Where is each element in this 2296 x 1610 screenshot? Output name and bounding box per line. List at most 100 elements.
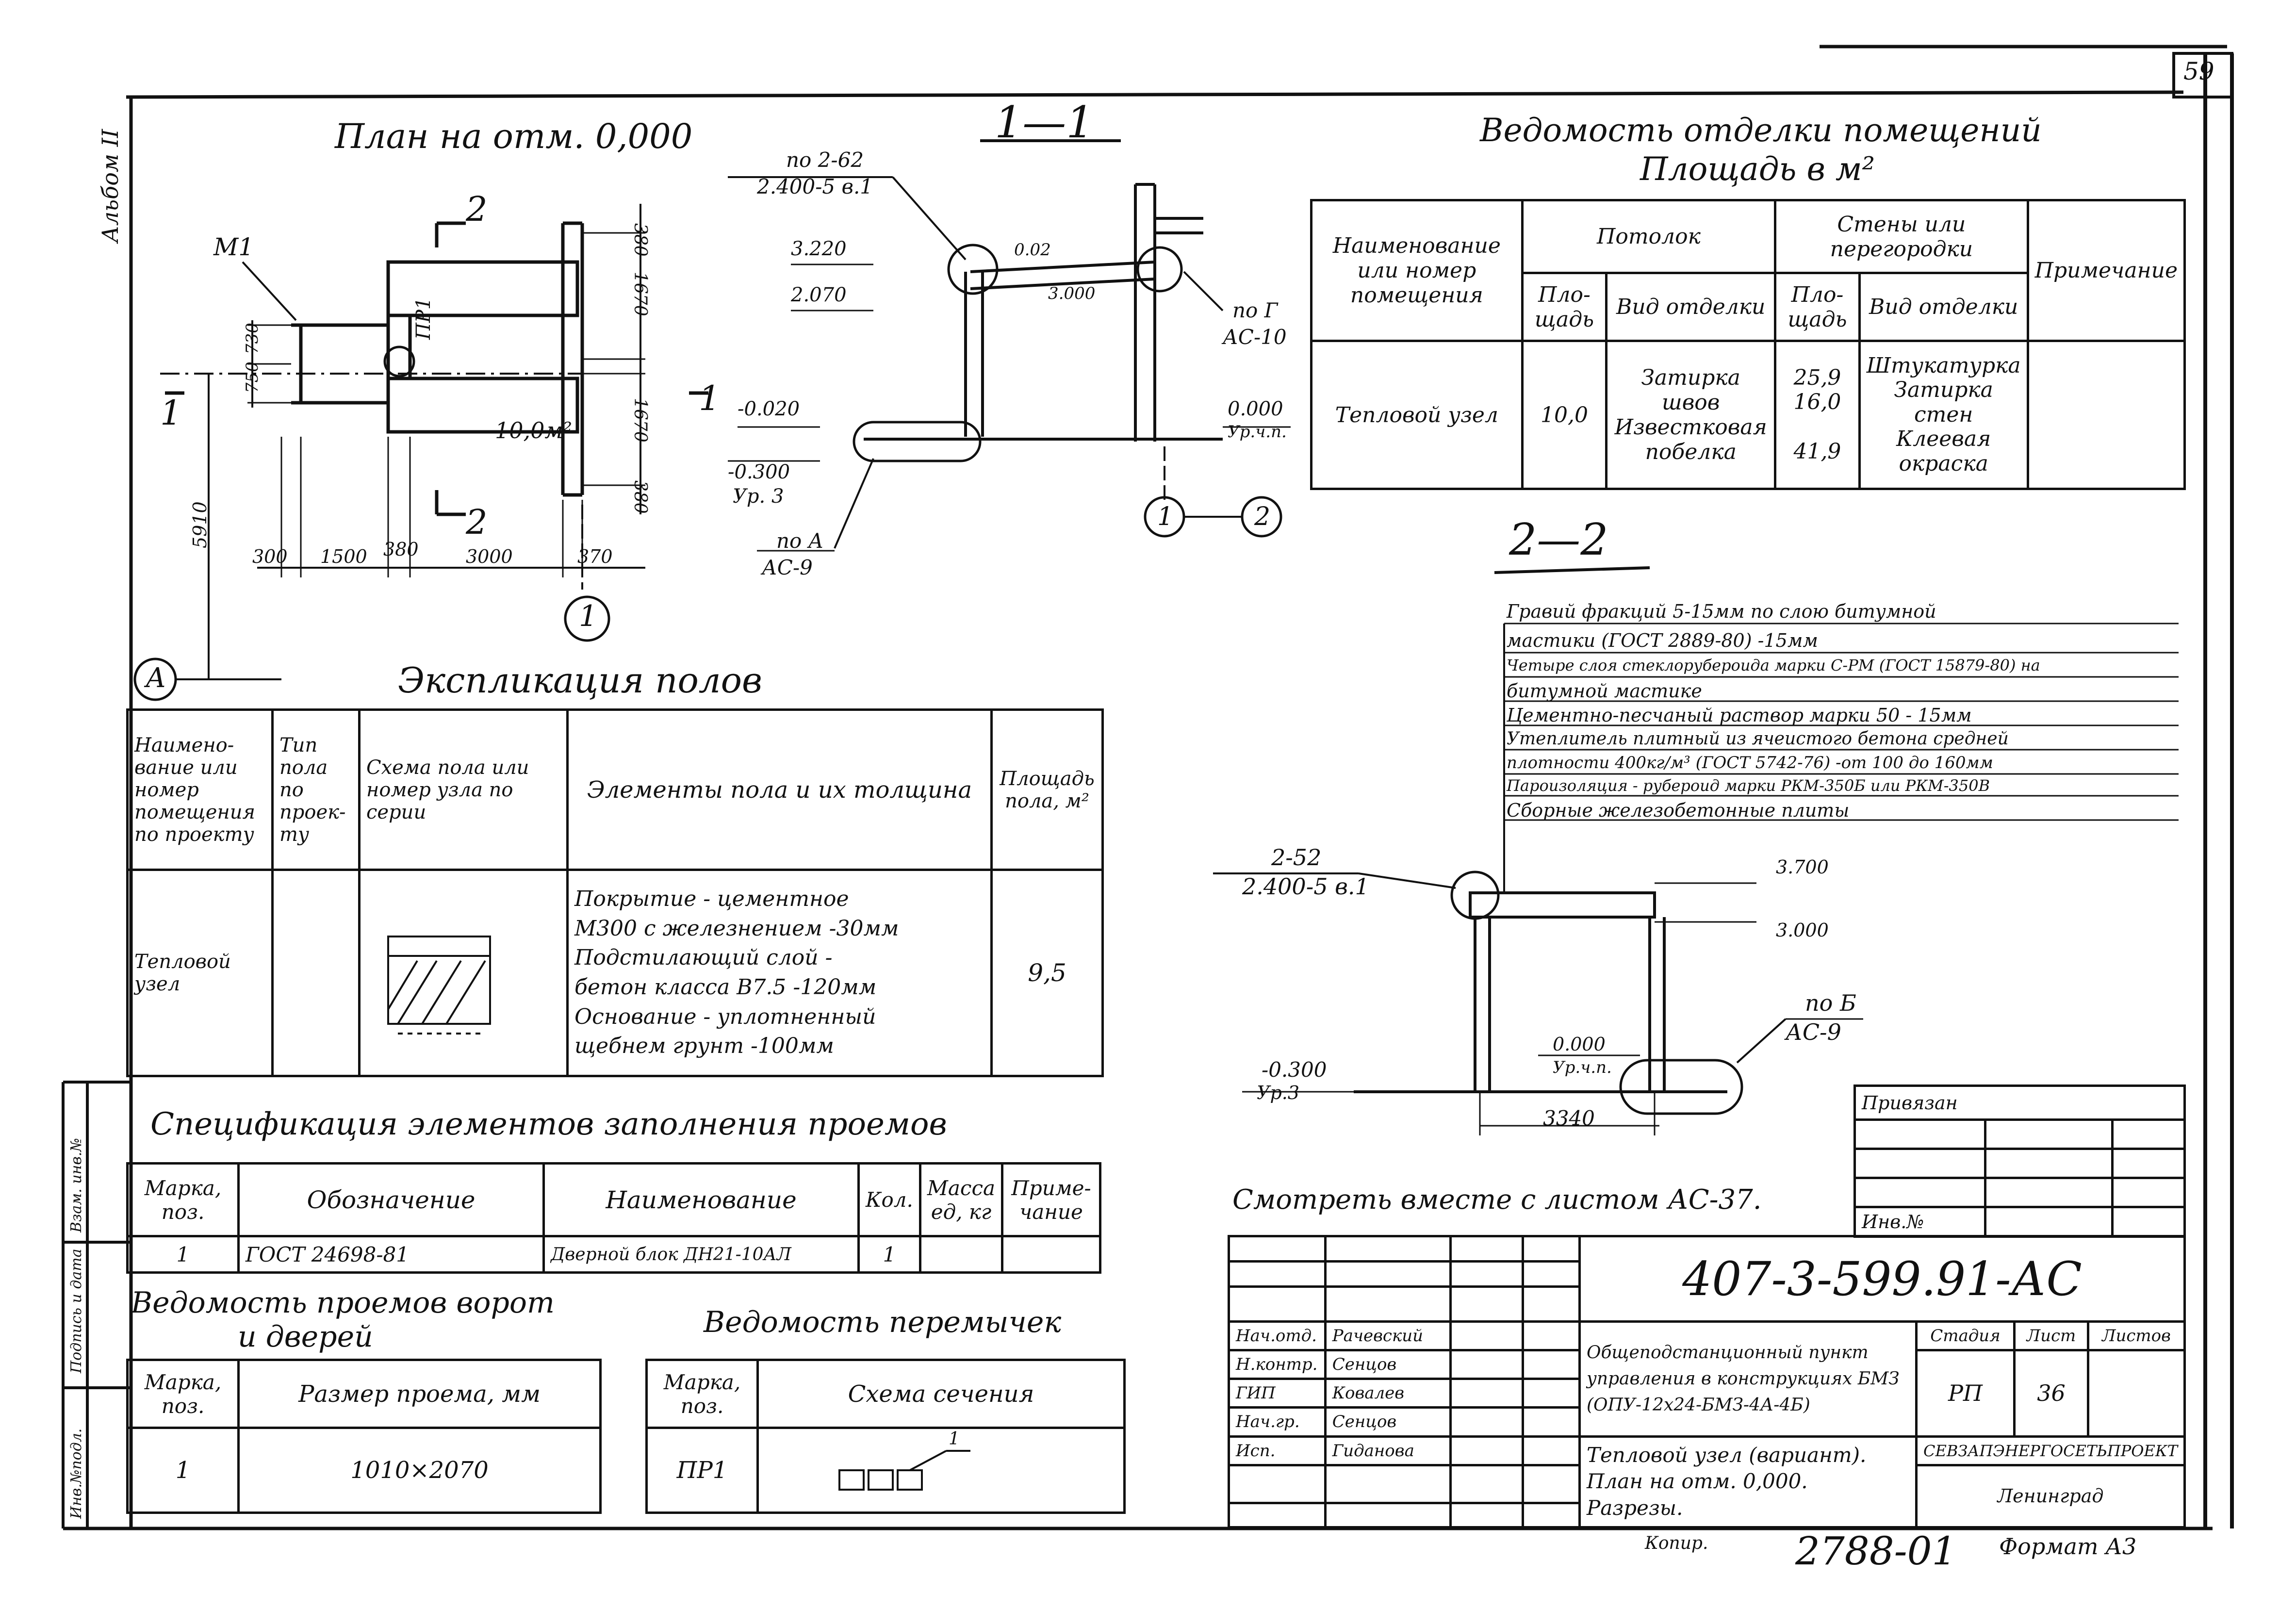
spec-note <box>1001 1235 1101 1274</box>
layer-9: Сборные железобетонные плиты <box>1507 800 1850 821</box>
s11-axis-2: 2 <box>1254 502 1271 531</box>
footer-number: 2788-01 <box>1795 1528 1957 1574</box>
margin-vzam-inv: Взам. инв.№ <box>68 1138 85 1232</box>
layer-1: Гравий фракций 5-15мм по слою битумной <box>1507 601 1936 622</box>
binding-inv: Инв.№ <box>1853 1206 1986 1238</box>
s11-ref-a: по А <box>776 529 824 553</box>
margin-signature: Подпись и дата <box>68 1249 85 1373</box>
dim-380: 380 <box>383 539 419 560</box>
spec-h-note: Приме-чание <box>1001 1162 1101 1237</box>
s22-lvl-3700: 3.700 <box>1776 856 1829 878</box>
s11-lvl-minus020: -0.020 <box>738 398 800 420</box>
dim-300: 300 <box>252 546 288 567</box>
s11-axis-1: 1 <box>1157 502 1174 531</box>
s22-ref-top: 2-52 <box>1271 844 1322 871</box>
floor-element-2: М300 с железнением -30мм <box>574 916 899 941</box>
name-3: Ковалев <box>1324 1378 1452 1409</box>
section-2-2-title: 2—2 <box>1509 514 1608 565</box>
lintels-scheme <box>756 1427 1126 1514</box>
s11-lvl-minus300: -0.300 <box>728 461 790 483</box>
layer-4: битумной мастике <box>1507 680 1702 702</box>
finish-h-wall-area: Пло-щадь <box>1774 272 1861 342</box>
stamp-stage-label: Стадия <box>1915 1320 2016 1352</box>
section-1-1-title: 1—1 <box>995 97 1094 148</box>
name-5: Гиданова <box>1324 1435 1452 1466</box>
floor-element-5: Основание - уплотненный <box>574 1004 876 1029</box>
stamp-project: Общеподстанционный пункт управления в ко… <box>1578 1320 1918 1438</box>
dim-left-750: 750 <box>243 361 262 393</box>
finish-h-ceiling-area: Пло-щадь <box>1521 272 1608 342</box>
finish-room: Тепловой узел <box>1310 340 1524 490</box>
spec-h-qty: Кол. <box>857 1162 921 1237</box>
s11-lvl-3220: 3.220 <box>791 238 847 260</box>
openings-h-size: Размер проема, мм <box>237 1359 602 1429</box>
finish-title: Ведомость отделки помещений <box>1480 112 2042 149</box>
lintels-h-mark: Марка, поз. <box>645 1359 759 1429</box>
dim-370: 370 <box>577 546 613 567</box>
binding-title: Привязан <box>1853 1084 2186 1121</box>
room-area: 10,0м² <box>495 417 573 444</box>
section-mark-2-bottom: 2 <box>466 502 488 542</box>
spec-mass <box>918 1235 1004 1274</box>
openings-h-mark: Марка, поз. <box>126 1359 240 1429</box>
openings-title-1: Ведомость проемов ворот <box>131 1286 555 1320</box>
floors-elements: Покрытие - цементное М300 с железнением … <box>566 869 993 1077</box>
axis-a-label: А <box>146 662 166 694</box>
openings-mark: 1 <box>126 1427 240 1514</box>
plan-title: План на отм. 0,000 <box>335 116 693 156</box>
dim-right-380-bottom: 380 <box>630 480 650 514</box>
s11-ref-a-sheet: АС-9 <box>762 556 813 579</box>
lintel-callout: 1 <box>949 1429 960 1449</box>
floor-element-1: Покрытие - цементное <box>574 886 849 911</box>
floors-table: Наимено-вание или номер помещения по про… <box>126 708 1104 1077</box>
s22-ref-b: по Б <box>1805 990 1856 1016</box>
spec-table: Марка, поз. Обозначение Наименование Кол… <box>126 1162 1101 1274</box>
stamp-sheets <box>2087 1349 2186 1438</box>
s22-lvl-0000: 0.000 <box>1553 1034 1606 1055</box>
dim-vertical-5910: 5910 <box>189 501 211 548</box>
openings-size: 1010×2070 <box>237 1427 602 1514</box>
s22-ur3: Ур.3 <box>1257 1082 1300 1103</box>
stamp-sheet: 36 <box>2013 1349 2090 1438</box>
spec-h-designation: Обозначение <box>237 1162 545 1237</box>
dim-right-1670-bottom: 1670 <box>630 398 650 443</box>
s11-lvl-002: 0.02 <box>1014 240 1051 260</box>
finish-ceiling-type: Затирка швов Известковая побелка <box>1605 340 1777 490</box>
spec-row: 1 ГОСТ 24698-81 Дверной блок ДН21-10АЛ 1 <box>126 1235 1101 1274</box>
s22-ref-top-series: 2.400-5 в.1 <box>1242 873 1369 900</box>
spec-h-mass: Масса ед, кг <box>918 1162 1004 1237</box>
floors-room: Тепловой узел <box>126 869 274 1077</box>
role-3: ГИП <box>1228 1378 1327 1409</box>
s11-lvl-3000: 3.000 <box>1048 284 1096 303</box>
name-1: Рачевский <box>1324 1320 1452 1352</box>
finish-h-walls: Стены или перегородки <box>1774 199 2029 274</box>
finish-ceiling-area: 10,0 <box>1521 340 1608 490</box>
role-2: Н.контр. <box>1228 1349 1327 1380</box>
s11-ref-top-series: 2.400-5 в.1 <box>757 175 873 198</box>
stamp-stage: РП <box>1915 1349 2016 1438</box>
dim-right-380-top: 380 <box>630 223 650 257</box>
dim-3000: 3000 <box>466 546 513 567</box>
finish-wall-areas: 25,9 16,0 41,9 <box>1774 340 1861 490</box>
door-mark: М1 <box>213 233 254 261</box>
s11-lvl-2070: 2.070 <box>791 284 847 306</box>
floors-h-elements: Элементы пола и их толщина <box>566 708 993 871</box>
s22-lvl-minus300: -0.300 <box>1262 1058 1327 1082</box>
lintels-row: ПР1 <box>645 1427 1126 1514</box>
floors-title: Экспликация полов <box>398 660 762 701</box>
dim-1500: 1500 <box>320 546 367 567</box>
section-mark-1-left: 1 <box>160 393 182 433</box>
s22-dim-3340: 3340 <box>1543 1106 1595 1130</box>
floors-h-area: Площадь пола, м² <box>990 708 1104 871</box>
binding-table: Привязан Инв.№ <box>1853 1084 2186 1238</box>
role-5: Исп. <box>1228 1435 1327 1466</box>
floors-type <box>271 869 361 1077</box>
stamp-sheet-label: Лист <box>2013 1320 2090 1352</box>
name-4: Сенцов <box>1324 1406 1452 1438</box>
lintels-mark: ПР1 <box>645 1427 759 1514</box>
spec-designation: ГОСТ 24698-81 <box>237 1235 545 1274</box>
stamp-sheet-title: Тепловой узел (вариант). План на отм. 0,… <box>1578 1435 1918 1529</box>
layer-2: мастики (ГОСТ 2889-80) -15мм <box>1507 630 1818 651</box>
finish-h-note: Примечание <box>2026 199 2186 342</box>
finish-note <box>2026 340 2186 490</box>
